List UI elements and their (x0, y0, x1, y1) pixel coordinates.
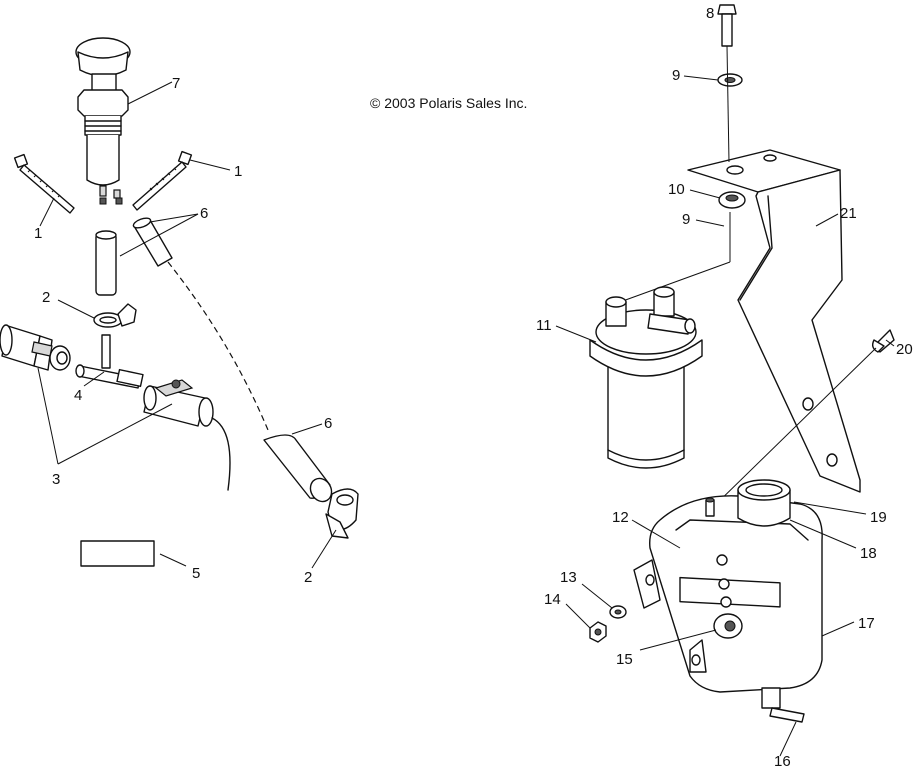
callout-15: 15 (616, 651, 633, 668)
hose-lower-right (263, 434, 333, 503)
hose-with-clamp-left (0, 324, 71, 371)
fuel-filter (589, 286, 703, 469)
callout-8: 8 (706, 5, 714, 22)
vent-fitting (705, 497, 715, 517)
screw-axis-line (707, 347, 877, 513)
hose-clamp-upper (93, 303, 137, 328)
callout-10: 10 (668, 181, 685, 198)
hose-with-clamp-right (143, 379, 231, 491)
hose-angled (132, 217, 173, 267)
hose-clamp-lower (325, 488, 359, 539)
decal-label (80, 540, 155, 567)
callout-18: 18 (860, 545, 877, 562)
nut (589, 621, 607, 643)
callout-9-upper: 9 (672, 67, 680, 84)
callout-11: 11 (536, 317, 552, 334)
washer-small (609, 605, 627, 619)
cable-tie-right (132, 150, 193, 211)
primer-pump (75, 37, 131, 205)
callout-20: 20 (896, 341, 913, 358)
callout-17: 17 (858, 615, 875, 632)
callout-1-right: 1 (234, 163, 242, 180)
callout-19: 19 (870, 509, 887, 526)
callout-14: 14 (544, 591, 561, 608)
cable-tie-left (13, 153, 75, 214)
callout-21: 21 (840, 205, 857, 222)
callout-7: 7 (172, 75, 180, 92)
tank-grommet-fittings (713, 554, 743, 639)
grommet (718, 191, 746, 209)
fuel-tank (633, 495, 823, 723)
callout-5: 5 (192, 565, 200, 582)
callout-9-lower: 9 (682, 211, 690, 228)
callout-4: 4 (74, 387, 82, 404)
leader-lines (37, 75, 895, 757)
callout-12: 12 (612, 509, 629, 526)
bolt-axis-line (726, 45, 730, 163)
callout-6-lower: 6 (324, 415, 332, 432)
routing-line-long (167, 261, 269, 431)
bolt (717, 4, 737, 47)
callout-1-left: 1 (34, 225, 42, 242)
washer-upper (717, 73, 743, 87)
copyright-text: © 2003 Polaris Sales Inc. (370, 95, 527, 111)
tee-fitting (75, 334, 144, 389)
callout-6-upper: 6 (200, 205, 208, 222)
filter-axis-line (619, 261, 731, 303)
callout-2-upper: 2 (42, 289, 50, 306)
callout-13: 13 (560, 569, 577, 586)
mounting-bracket (687, 149, 861, 493)
callout-3: 3 (52, 471, 60, 488)
hose-short-left (95, 230, 117, 296)
filler-neck (737, 479, 791, 527)
callout-2-lower: 2 (304, 569, 312, 586)
callout-16: 16 (774, 753, 791, 768)
